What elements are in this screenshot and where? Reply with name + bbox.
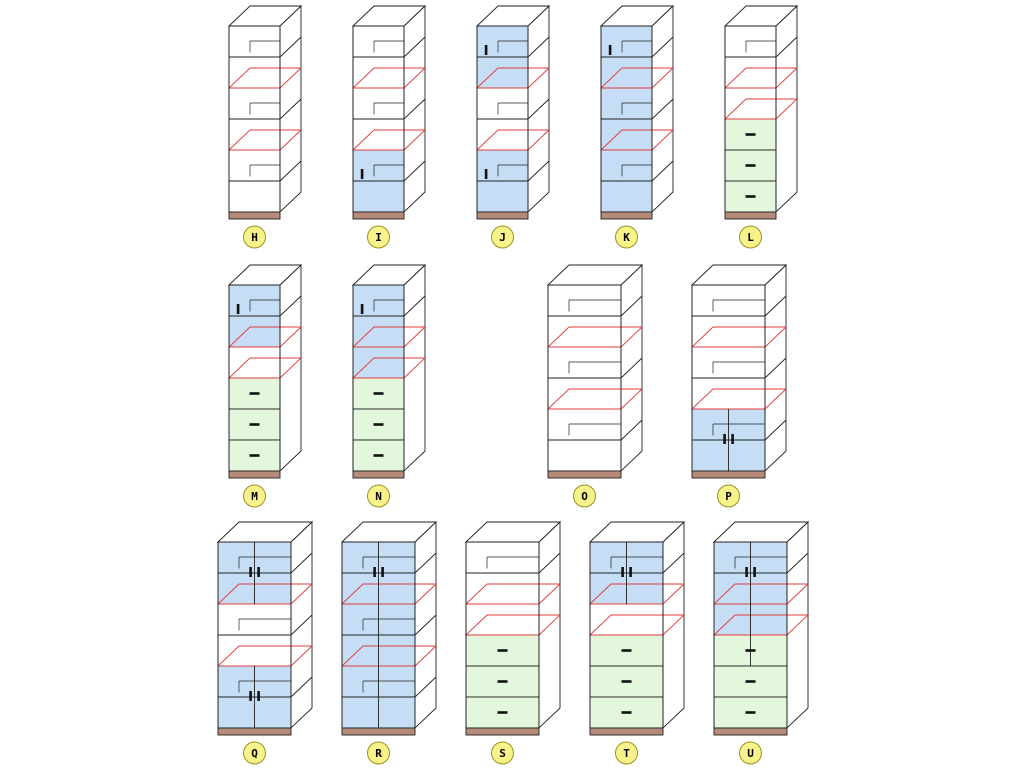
- svg-text:U: U: [747, 747, 754, 760]
- svg-text:O: O: [581, 490, 588, 503]
- cabinet-label: N: [367, 484, 390, 508]
- svg-text:K: K: [623, 231, 630, 244]
- cabinet-label: K: [615, 225, 638, 249]
- cabinet-label: P: [717, 484, 740, 508]
- svg-text:Q: Q: [251, 747, 258, 760]
- cabinet-label: M: [243, 484, 266, 508]
- cabinet-p: P: [690, 263, 788, 508]
- cabinet-h: H: [227, 4, 303, 249]
- cabinet-label: H: [243, 225, 266, 249]
- cabinet-n: N: [351, 263, 427, 508]
- cabinet-r: R: [340, 520, 438, 765]
- cabinet-label: R: [367, 741, 390, 765]
- cabinet-l: L: [723, 4, 799, 249]
- cabinet-m: M: [227, 263, 303, 508]
- cabinet-i: I: [351, 4, 427, 249]
- svg-text:M: M: [251, 490, 258, 503]
- svg-text:S: S: [499, 747, 506, 760]
- svg-text:I: I: [375, 231, 382, 244]
- cabinet-label: U: [739, 741, 762, 765]
- svg-text:P: P: [725, 490, 732, 503]
- cabinet-label: Q: [243, 741, 266, 765]
- cabinet-s: S: [464, 520, 562, 765]
- cabinet-label: L: [739, 225, 762, 249]
- cabinet-j: J: [475, 4, 551, 249]
- svg-text:N: N: [375, 490, 382, 503]
- cabinet-label: T: [615, 741, 638, 765]
- cabinet-o: O: [546, 263, 644, 508]
- cabinet-label: I: [367, 225, 390, 249]
- cabinet-label: J: [491, 225, 514, 249]
- cabinet-t: T: [588, 520, 686, 765]
- svg-text:J: J: [499, 231, 506, 244]
- svg-text:T: T: [623, 747, 630, 760]
- svg-text:R: R: [375, 747, 382, 760]
- cabinet-label: S: [491, 741, 514, 765]
- cabinet-q: Q: [216, 520, 314, 765]
- cabinet-k: K: [599, 4, 675, 249]
- cabinet-label: O: [573, 484, 596, 508]
- svg-text:H: H: [251, 231, 258, 244]
- cabinet-u: U: [712, 520, 810, 765]
- svg-text:L: L: [747, 231, 754, 244]
